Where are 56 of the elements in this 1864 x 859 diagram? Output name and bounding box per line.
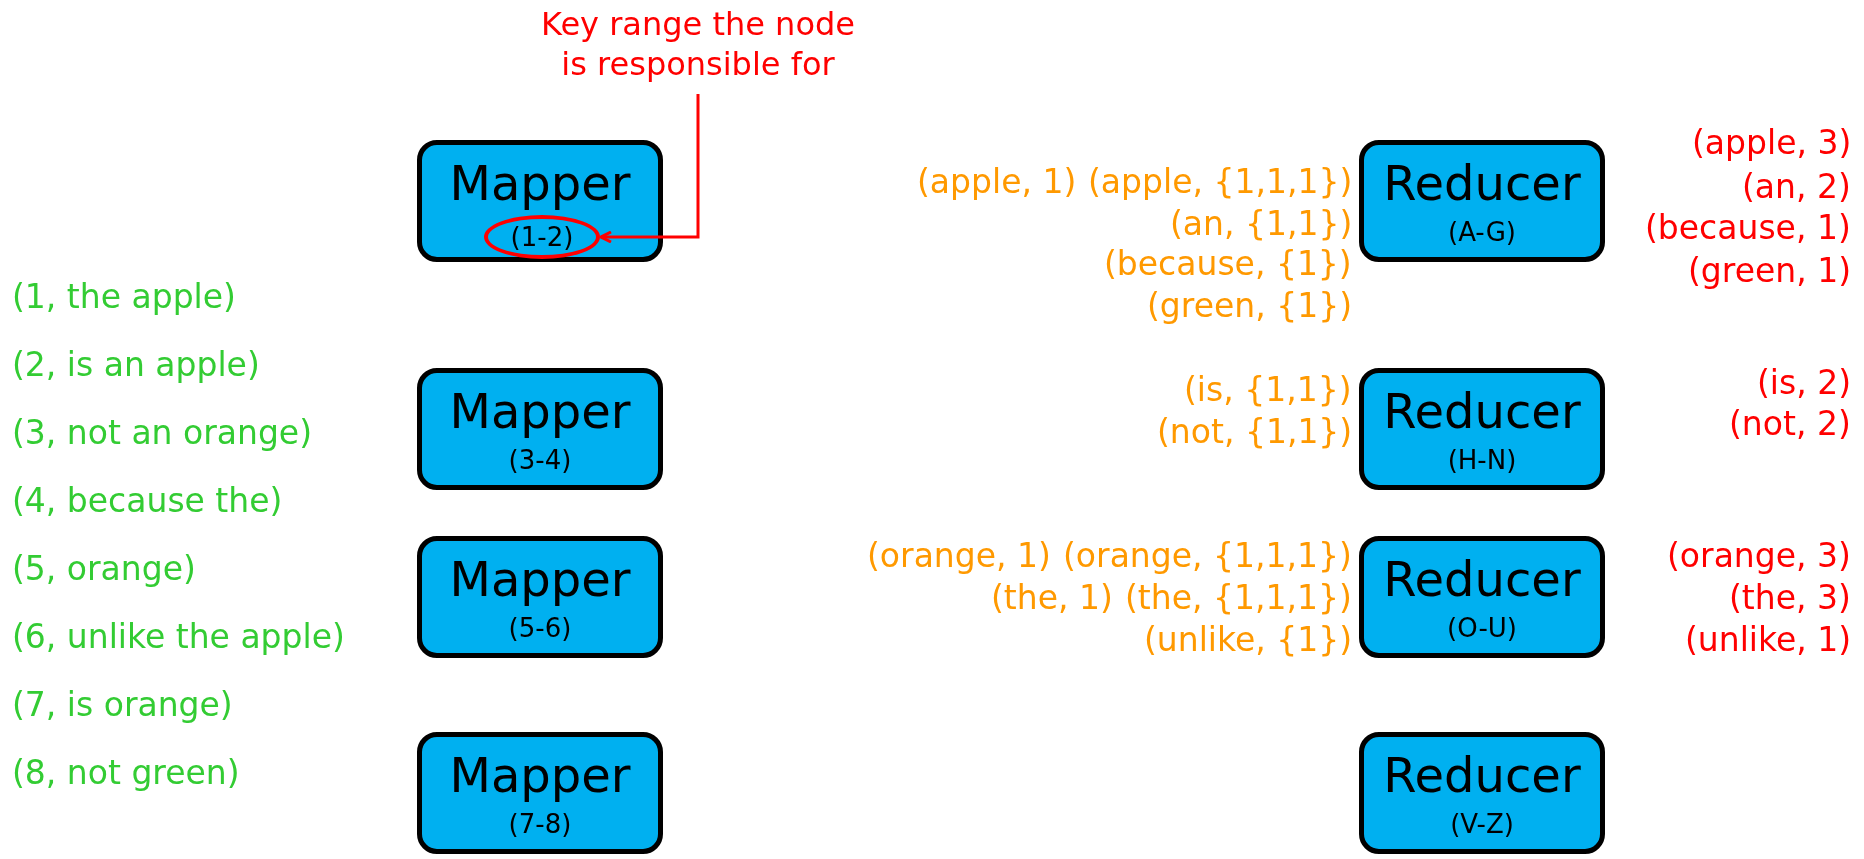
box-title: Reducer	[1383, 155, 1581, 211]
intermediate-pair: (apple, {1,1,1})	[1088, 162, 1353, 202]
intermediate-pair: (apple, 1)	[917, 162, 1077, 202]
process-box	[1359, 536, 1605, 658]
output-pair: (not, 2)	[1729, 404, 1851, 444]
process-box	[1359, 368, 1605, 490]
intermediate-pair: (the, {1,1,1})	[1125, 578, 1352, 618]
intermediate-pair: (because, {1})	[1104, 244, 1352, 284]
key-range-label: (5-6)	[508, 613, 572, 643]
intermediate-pair: (the, 1)	[991, 578, 1113, 618]
key-range-label: (A-G)	[1448, 217, 1516, 247]
key-range-label: (7-8)	[508, 809, 572, 839]
box-title: Reducer	[1383, 383, 1581, 439]
leader-arrow	[599, 94, 700, 244]
callout-text: Key range the node is responsible for	[528, 4, 868, 84]
intermediate-pair: (unlike, {1})	[1144, 620, 1353, 660]
intermediate-pair: (is, {1,1})	[1184, 370, 1352, 410]
output-pair: (is, 2)	[1757, 363, 1852, 403]
input-record: (3, not an orange)	[12, 413, 313, 453]
output-pair: (because, 1)	[1645, 208, 1851, 248]
intermediate-pair: (orange, {1,1,1})	[1063, 536, 1352, 576]
process-box	[417, 536, 663, 658]
highlight-ellipse	[484, 215, 600, 259]
key-range-label: (V-Z)	[1450, 809, 1514, 839]
output-pair: (the, 3)	[1729, 578, 1851, 618]
output-pair: (apple, 3)	[1692, 123, 1852, 163]
intermediate-pair: (not, {1,1})	[1157, 412, 1353, 452]
input-record: (4, because the)	[12, 481, 283, 521]
intermediate-pair: (an, {1,1})	[1170, 204, 1353, 244]
input-record: (5, orange)	[12, 549, 196, 589]
key-range-label: (O-U)	[1447, 613, 1517, 643]
process-box	[417, 368, 663, 490]
output-pair: (orange, 3)	[1667, 536, 1851, 576]
key-range-label: (1-2)	[510, 222, 574, 252]
process-box	[417, 732, 663, 854]
key-range-label: (3-4)	[508, 445, 572, 475]
input-record: (1, the apple)	[12, 277, 236, 317]
input-record: (8, not green)	[12, 753, 240, 793]
box-title: Reducer	[1383, 747, 1581, 803]
box-title: Mapper	[449, 383, 631, 439]
intermediate-pair: (orange, 1)	[867, 536, 1051, 576]
process-box	[1359, 732, 1605, 854]
process-box	[1359, 140, 1605, 262]
input-record: (2, is an apple)	[12, 345, 260, 385]
box-title: Mapper	[449, 551, 631, 607]
output-pair: (unlike, 1)	[1685, 620, 1852, 660]
intermediate-pair: (green, {1})	[1147, 286, 1353, 326]
key-range-label: (H-N)	[1447, 445, 1517, 475]
box-title: Reducer	[1383, 551, 1581, 607]
input-record: (7, is orange)	[12, 685, 233, 725]
output-pair: (an, 2)	[1742, 167, 1851, 207]
process-box	[417, 140, 663, 262]
input-record: (6, unlike the apple)	[12, 617, 345, 657]
box-title: Mapper	[449, 155, 631, 211]
output-pair: (green, 1)	[1688, 251, 1852, 291]
box-title: Mapper	[449, 747, 631, 803]
